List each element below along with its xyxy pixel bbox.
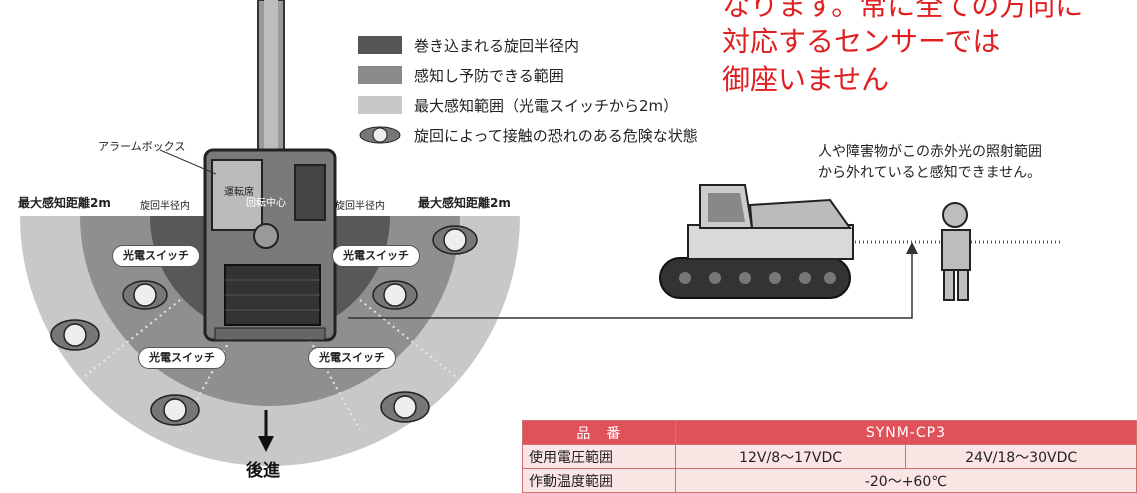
excavator-side-view [659, 184, 854, 299]
red-note-line-2: 対応するセンサーでは [722, 25, 1001, 58]
spec-table: 品 番 SYNM-CP3 使用電圧範囲 12V/8～17VDC 24V/18～3… [522, 420, 1137, 493]
swing-radius-left-label: 旋回半径内 [140, 201, 190, 212]
legend-item-swing-radius: 巻き込まれる旋回半径内 [358, 34, 579, 56]
backward-arrow-head [258, 436, 274, 452]
callout-line [348, 250, 913, 319]
swing-radius-right-label: 旋回半径内 [335, 201, 385, 212]
legend-swatch [358, 36, 402, 54]
max-distance-right-label: 最大感知距離2m [418, 196, 511, 210]
alarm-box-leader [159, 149, 217, 175]
legend-label: 旋回によって接触の恐れのある危険な状態 [414, 126, 698, 145]
red-note-line-1: なります。常に全ての方向に [722, 0, 1084, 22]
excavator-top-view [203, 0, 337, 342]
rotation-center-label: 回転中心 [246, 198, 286, 209]
table-row: 使用電圧範囲 12V/8～17VDC 24V/18～30VDC [522, 444, 1137, 469]
table-header-row: 品 番 SYNM-CP3 [522, 420, 1137, 445]
legend-item-danger: 旋回によって接触の恐れのある危険な状態 [358, 124, 698, 146]
legend-item-max-detection: 最大感知範囲（光電スイッチから2m） [358, 94, 678, 116]
table-header-value: SYNM-CP3 [674, 420, 1137, 445]
legend-label: 感知し予防できる範囲 [414, 66, 564, 85]
alarm-box-label: アラームボックス [98, 140, 186, 153]
table-cell: 12V/8～17VDC [674, 444, 907, 469]
legend-item-detection: 感知し予防できる範囲 [358, 64, 564, 86]
table-row-label: 作動温度範囲 [522, 468, 676, 493]
max-distance-left-label: 最大感知距離2m [18, 196, 111, 210]
table-cell: 24V/18～30VDC [905, 444, 1137, 469]
table-row: 作動温度範囲 -20～+60℃ [522, 468, 1137, 493]
legend-label: 最大感知範囲（光電スイッチから2m） [414, 96, 679, 115]
red-note-line-3: 御座いません [722, 63, 890, 96]
legend-label: 巻き込まれる旋回半径内 [414, 36, 580, 55]
photoelectric-switch-tag: 光電スイッチ [138, 347, 226, 369]
photoelectric-switch-tag: 光電スイッチ [308, 347, 396, 369]
legend-swatch [358, 96, 402, 114]
legend-swatch [358, 66, 402, 84]
backward-label: 後進 [246, 461, 280, 481]
table-row-label: 使用電圧範囲 [522, 444, 676, 469]
person-danger-icon [359, 126, 401, 144]
note-line-2: から外れていると感知できません。 [818, 165, 1042, 181]
table-header-label: 品 番 [522, 420, 676, 445]
person-danger-icon [50, 225, 478, 426]
note-line-1: 人や障害物がこの赤外光の照射範囲 [818, 144, 1042, 160]
photoelectric-switch-tag: 光電スイッチ [112, 245, 200, 267]
table-cell: -20～+60℃ [674, 468, 1137, 493]
person-side-icon [941, 202, 971, 301]
photoelectric-switch-tag: 光電スイッチ [332, 245, 420, 267]
driver-seat-label: 運転席 [224, 187, 254, 198]
